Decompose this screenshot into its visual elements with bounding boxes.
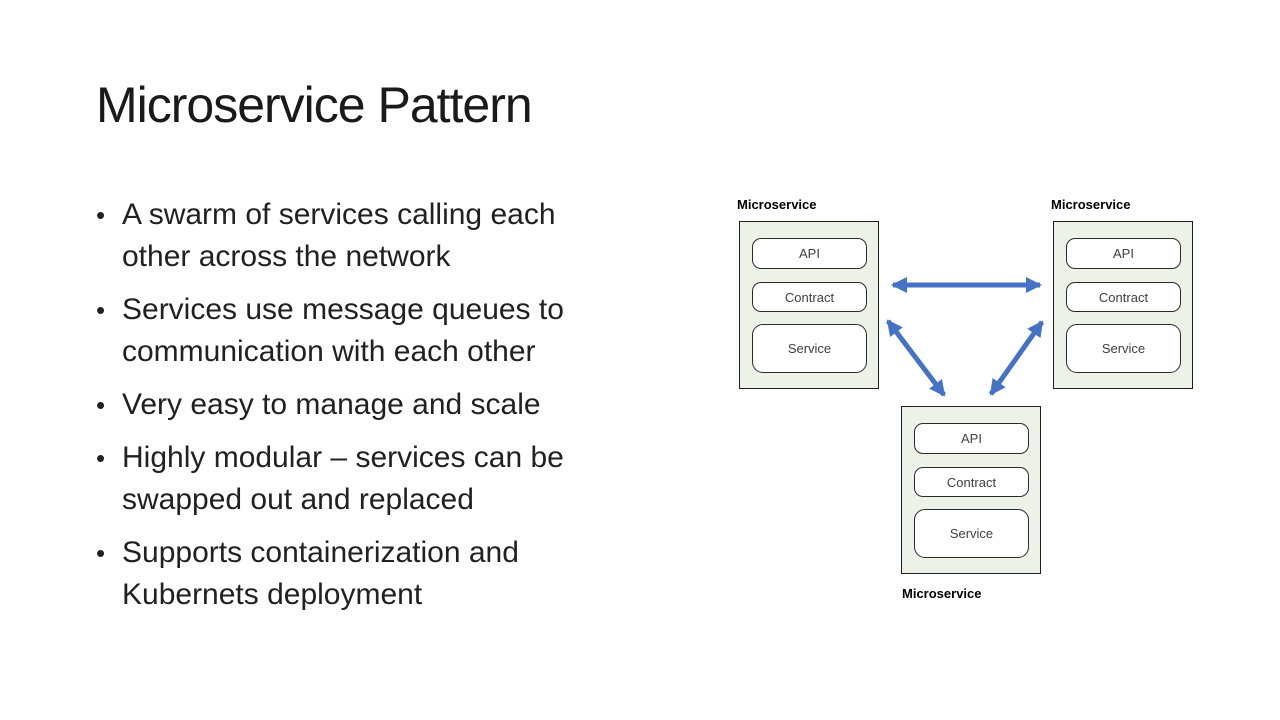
bullet-text: Very easy to manage and scale	[122, 384, 541, 426]
component-contract: Contract	[752, 282, 867, 312]
bullet-line: Highly modular – services can be	[122, 441, 564, 474]
bullet-line: swapped out and replaced	[122, 483, 474, 516]
microservice-node-top-left: Microservice API Contract Service	[737, 197, 879, 389]
bullet-line: communication with each other	[122, 335, 536, 368]
bullet-item: • Very easy to manage and scale	[96, 384, 666, 426]
component-service: Service	[914, 509, 1029, 558]
component-contract: Contract	[1066, 282, 1181, 312]
microservice-node-bottom: API Contract Service Microservice	[901, 406, 1041, 601]
component-api: API	[1066, 238, 1181, 269]
bullet-line: Supports containerization and	[122, 536, 519, 569]
bullet-text: Supports containerization and Kubernets …	[122, 532, 519, 616]
bullet-dot: •	[96, 200, 106, 230]
bullet-text: Highly modular – services can be swapped…	[122, 437, 564, 521]
bullet-item: • Highly modular – services can be swapp…	[96, 437, 666, 521]
node-box: API Contract Service	[901, 406, 1041, 574]
node-label: Microservice	[902, 586, 982, 601]
bullet-dot: •	[96, 295, 106, 325]
bullet-dot: •	[96, 538, 106, 568]
bullet-text: A swarm of services calling each other a…	[122, 194, 556, 278]
bullet-list: • A swarm of services calling each other…	[96, 194, 666, 627]
node-label: Microservice	[737, 197, 817, 212]
bullet-item: • A swarm of services calling each other…	[96, 194, 666, 278]
bullet-line: Kubernets deployment	[122, 578, 423, 611]
bullet-line: Very easy to manage and scale	[122, 388, 541, 421]
component-contract: Contract	[914, 467, 1029, 497]
bullet-line: A swarm of services calling each	[122, 198, 556, 231]
bullet-line: Services use message queues to	[122, 293, 564, 326]
slide-title: Microservice Pattern	[96, 77, 533, 133]
bullet-text: Services use message queues to communica…	[122, 289, 564, 373]
microservice-node-top-right: Microservice API Contract Service	[1051, 197, 1193, 389]
component-service: Service	[1066, 324, 1181, 373]
bullet-dot: •	[96, 390, 106, 420]
bullet-dot: •	[96, 443, 106, 473]
component-service: Service	[752, 324, 867, 373]
node-box: API Contract Service	[1053, 221, 1193, 389]
component-api: API	[752, 238, 867, 269]
arrow-left-to-bottom	[886, 319, 946, 397]
bullet-item: • Services use message queues to communi…	[96, 289, 666, 373]
node-box: API Contract Service	[739, 221, 879, 389]
bullet-item: • Supports containerization and Kubernet…	[96, 532, 666, 616]
node-label: Microservice	[1051, 197, 1131, 212]
component-api: API	[914, 423, 1029, 454]
bullet-line: other across the network	[122, 240, 451, 273]
arrow-right-to-bottom	[988, 320, 1045, 396]
